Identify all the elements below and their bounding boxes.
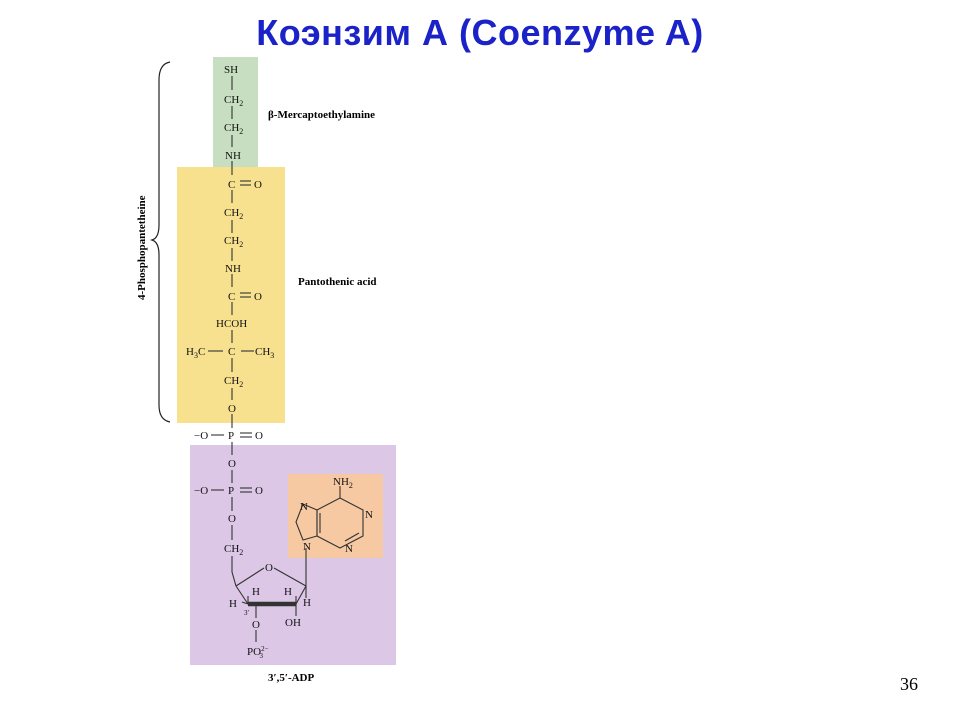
slide-number: 36 bbox=[900, 674, 918, 694]
atom-labels: SH CH2 CH2 NH C O CH2 CH2 NH C O HCOH H3… bbox=[186, 64, 373, 660]
pantothenic-acid-region bbox=[177, 167, 285, 423]
atom-o: O bbox=[255, 430, 263, 442]
atom-n: N bbox=[345, 543, 353, 555]
adenine-region bbox=[288, 474, 383, 558]
atom-ch2: CH2 bbox=[224, 122, 243, 136]
atom-o: O bbox=[254, 291, 262, 303]
atom-prime3: 3′ bbox=[244, 609, 250, 617]
atom-c: C bbox=[228, 179, 235, 191]
atom-ch2: CH2 bbox=[224, 235, 243, 249]
bonds bbox=[208, 76, 364, 642]
adp-label: 3′,5′-ADP bbox=[268, 672, 314, 684]
atom-nh2: NH2 bbox=[333, 476, 353, 490]
atom-n: N bbox=[365, 509, 373, 521]
atom-o: O bbox=[228, 513, 236, 525]
atom-h: H bbox=[284, 586, 292, 598]
atom-c: C bbox=[228, 291, 235, 303]
atom-p: P bbox=[228, 430, 234, 442]
atom-neg-o: −O bbox=[194, 430, 208, 442]
atom-ch2: CH2 bbox=[224, 207, 243, 221]
atom-ch2: CH2 bbox=[224, 94, 243, 108]
atom-o: O bbox=[228, 458, 236, 470]
atom-hcoh: HCOH bbox=[216, 318, 247, 330]
atom-n: N bbox=[300, 501, 308, 513]
atom-o: O bbox=[252, 619, 260, 631]
atom-ch2: CH2 bbox=[224, 375, 243, 389]
mercaptoethylamine-label: β-Mercaptoethylamine bbox=[268, 109, 375, 121]
atom-n: N bbox=[303, 541, 311, 553]
atom-ch3: CH3 bbox=[255, 346, 274, 360]
atom-po3: PO2−3 bbox=[247, 645, 269, 660]
phosphopantetheine-brace bbox=[149, 61, 171, 423]
atom-o: O bbox=[255, 485, 263, 497]
atom-nh: NH bbox=[225, 263, 241, 275]
atom-h: H bbox=[303, 597, 311, 609]
atom-neg-o: −O bbox=[194, 485, 208, 497]
atom-nh: NH bbox=[225, 150, 241, 162]
atom-c: C bbox=[228, 346, 235, 358]
pantothenic-acid-label: Pantothenic acid bbox=[298, 276, 377, 288]
atom-h: H bbox=[252, 586, 260, 598]
atom-p: P bbox=[228, 485, 234, 497]
atom-o: O bbox=[228, 403, 236, 415]
phosphopantetheine-label: 4-Phosphopantetheine bbox=[136, 195, 148, 300]
atom-h3c: H3C bbox=[186, 346, 205, 360]
atom-ch2: CH2 bbox=[224, 543, 243, 557]
atom-o-ring: O bbox=[265, 562, 273, 574]
atom-sh: SH bbox=[224, 64, 238, 76]
atom-h: H bbox=[229, 598, 237, 610]
atom-o: O bbox=[254, 179, 262, 191]
slide-title: Коэнзим А (Coenzyme A) bbox=[256, 12, 704, 53]
mercaptoethylamine-region bbox=[213, 57, 258, 169]
atom-oh: OH bbox=[285, 617, 301, 629]
